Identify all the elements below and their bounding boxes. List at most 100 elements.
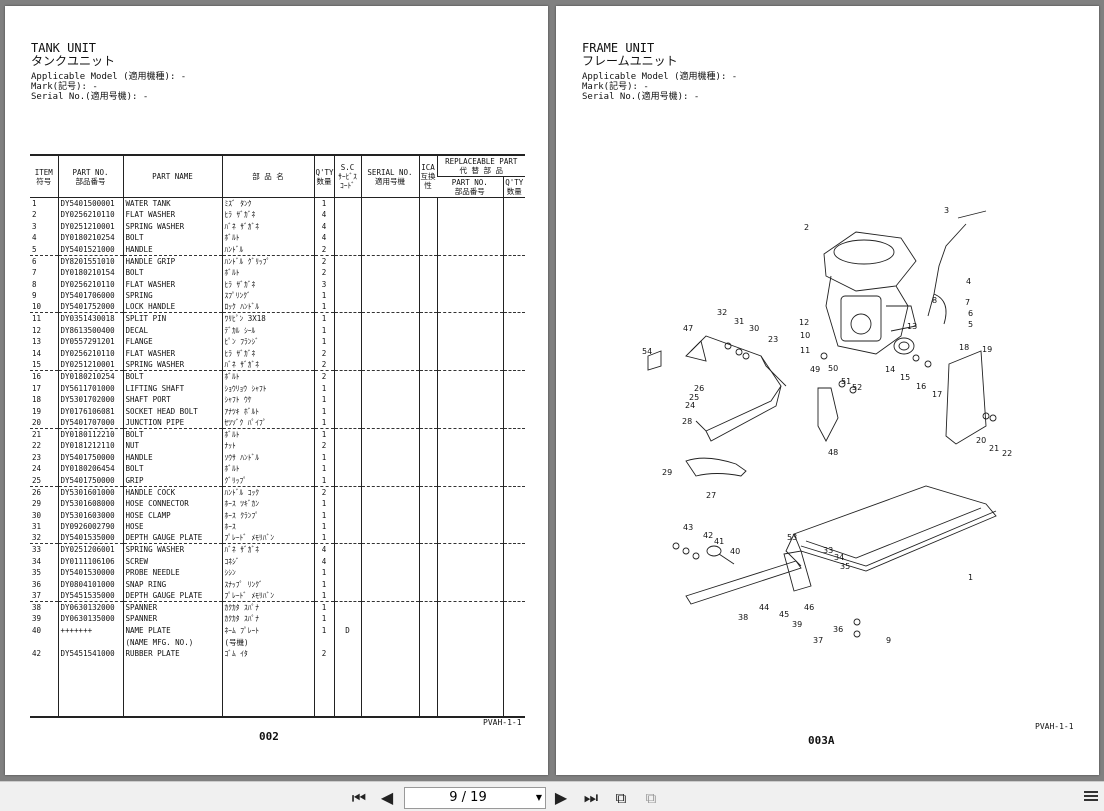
part-name-cell: GRIP bbox=[122, 474, 222, 487]
serial-cell bbox=[360, 567, 419, 579]
qty-cell: 1 bbox=[313, 289, 334, 302]
empty-cell bbox=[30, 659, 58, 671]
serial-cell bbox=[360, 220, 419, 233]
jp-name-cell: ﾊﾝﾄﾞﾙ ｺｯｸ bbox=[221, 486, 314, 498]
repl-qty-cell bbox=[502, 474, 525, 487]
item-cell: 24 bbox=[32, 464, 42, 474]
part-name-cell: SPANNER bbox=[122, 613, 222, 625]
part-no-cell: DY0926002790 bbox=[57, 520, 123, 533]
part-name-cell: DEPTH GAUGE PLATE bbox=[122, 590, 222, 603]
left-meta-serial: Serial No.(適用号機): - bbox=[31, 92, 149, 102]
part-no-cell: DY5451541000 bbox=[57, 647, 123, 660]
part-no-cell: DY5301603000 bbox=[57, 509, 123, 521]
empty-cell bbox=[221, 694, 314, 706]
jp-name-cell: ﾊﾞﾈ ｻﾞｶﾞﾈ bbox=[221, 543, 314, 556]
item-cell: 13 bbox=[32, 337, 42, 347]
qty-cell: 1 bbox=[313, 567, 334, 579]
parts-table: ITEM 符号 PART NO. 部品番号 PART NAME 部 品 名 Q'… bbox=[30, 154, 525, 719]
repl-no-cell bbox=[436, 601, 503, 614]
serial-cell bbox=[360, 451, 419, 464]
jp-name-cell: ﾎﾞﾙﾄ bbox=[221, 232, 314, 244]
repl-no-cell bbox=[436, 382, 503, 394]
sc-cell bbox=[333, 497, 361, 510]
page-selector[interactable]: 9 / 19 ▼ bbox=[404, 787, 546, 809]
part-name-cell: NAME PLATE bbox=[122, 624, 222, 637]
first-page-icon[interactable]: ⏮ bbox=[351, 788, 367, 807]
callout-label: 3 bbox=[944, 206, 949, 215]
callout-label: 8 bbox=[932, 296, 937, 305]
right-page: FRAME UNIT フレームユニット Applicable Model (適用… bbox=[556, 6, 1099, 775]
callout-label: 53 bbox=[787, 533, 797, 542]
qty-cell: 1 bbox=[313, 497, 334, 510]
repl-no-cell bbox=[436, 266, 503, 279]
repl-no-cell bbox=[436, 336, 503, 348]
repl-qty-cell bbox=[502, 497, 525, 510]
part-no-cell: DY0630135000 bbox=[57, 613, 123, 625]
serial-cell bbox=[360, 578, 419, 591]
part-name-cell: SCREW bbox=[122, 555, 222, 567]
part-name-cell: PROBE NEEDLE bbox=[122, 567, 222, 579]
part-no-cell: DY0180206454 bbox=[57, 463, 123, 475]
empty-cell bbox=[313, 659, 334, 671]
ica-cell bbox=[418, 601, 437, 614]
qty-cell: 1 bbox=[313, 601, 334, 614]
serial-cell bbox=[360, 370, 419, 383]
next-page-icon[interactable]: ▶ bbox=[554, 788, 568, 807]
serial-cell bbox=[360, 555, 419, 567]
qty-cell: 2 bbox=[313, 255, 334, 267]
empty-cell bbox=[122, 659, 222, 671]
serial-cell bbox=[360, 474, 419, 487]
qty-cell: 1 bbox=[313, 474, 334, 487]
repl-qty-cell bbox=[502, 486, 525, 498]
repl-qty-cell bbox=[502, 555, 525, 567]
repl-qty-cell bbox=[502, 336, 525, 348]
part-no-cell: DY8613500400 bbox=[57, 324, 123, 337]
sc-cell bbox=[333, 428, 361, 440]
last-page-icon[interactable]: ⏭ bbox=[583, 788, 599, 807]
fit-width-icon[interactable]: ⧉ bbox=[645, 789, 657, 807]
serial-cell bbox=[360, 428, 419, 440]
part-name-cell: FLAT WASHER bbox=[122, 278, 222, 290]
callout-label: 2 bbox=[804, 223, 809, 232]
part-name-cell: LIFTING SHAFT bbox=[122, 382, 222, 394]
empty-cell bbox=[313, 705, 334, 719]
part-name-cell: HANDLE bbox=[122, 243, 222, 256]
part-no-cell: DY0251206001 bbox=[57, 543, 123, 556]
sc-cell bbox=[333, 197, 361, 210]
repl-no-cell bbox=[436, 393, 503, 406]
serial-cell bbox=[360, 359, 419, 372]
part-name-cell: BOLT bbox=[122, 266, 222, 279]
item-cell: 34 bbox=[32, 556, 42, 566]
callout-label: 19 bbox=[982, 345, 992, 354]
item-cell: 17 bbox=[32, 383, 42, 393]
callout-label: 34 bbox=[834, 553, 844, 562]
ica-cell bbox=[418, 428, 437, 440]
callout-label: 48 bbox=[828, 448, 838, 457]
repl-qty-cell bbox=[502, 393, 525, 406]
col-part-no: PART NO. 部品番号 bbox=[57, 154, 123, 198]
sc-cell bbox=[333, 324, 361, 337]
repl-no-cell bbox=[436, 289, 503, 302]
item-cell: 4 bbox=[32, 233, 37, 243]
menu-icon[interactable] bbox=[1084, 789, 1098, 805]
item-cell: 3 bbox=[32, 221, 37, 231]
callout-label: 38 bbox=[738, 613, 748, 622]
callout-label: 5 bbox=[968, 320, 973, 329]
repl-no-cell bbox=[436, 613, 503, 625]
empty-cell bbox=[436, 670, 503, 683]
sc-cell bbox=[333, 416, 361, 429]
fit-page-icon[interactable]: ⧉ bbox=[615, 789, 627, 807]
empty-cell bbox=[502, 659, 525, 671]
prev-page-icon[interactable]: ◀ bbox=[380, 788, 394, 807]
ica-cell bbox=[418, 416, 437, 429]
part-no-cell: DY0180210254 bbox=[57, 232, 123, 244]
